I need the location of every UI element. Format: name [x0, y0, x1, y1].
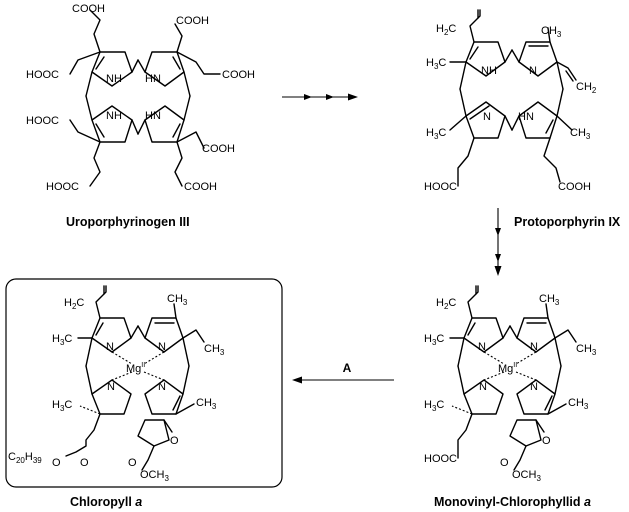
proto-h3c-2: H3C	[426, 127, 446, 141]
proto-h3c-1: H3C	[426, 57, 446, 71]
uro-nh-1: NH	[106, 73, 122, 85]
uro-cooh-4: COOH	[202, 143, 235, 155]
proto-ch2: CH2	[576, 81, 597, 95]
uro-hooc-3: HOOC	[46, 181, 79, 193]
caption-protoporphyrin: Protoporphyrin IX	[514, 215, 621, 229]
caption-monovinyl-chlorophyllid: Monovinyl-Chlorophyllid a	[434, 495, 591, 509]
mono-hooc: HOOC	[424, 453, 457, 465]
uro-cooh-5: COOH	[184, 181, 217, 193]
arrow-label-a: A	[343, 361, 352, 375]
monovinyl-chlorophyllid-structure: H2C CH3 H3C CH3 CH3 H3C O HOOC O OCH3 N …	[424, 285, 597, 483]
chl-ester-o-1: O	[52, 457, 61, 469]
chl-mg: MgII	[126, 362, 145, 375]
chl-ester-o-2: O	[80, 457, 89, 469]
uro-hooc-1: HOOC	[26, 69, 59, 81]
caption-uroporphyrinogen: Uroporphyrinogen III	[66, 215, 190, 229]
multistep-arrow	[282, 93, 358, 101]
mono-oxo: O	[542, 435, 551, 447]
mono-ch3-2: CH3	[576, 343, 597, 357]
mono-n-4: N	[530, 381, 538, 393]
vertical-multistep-arrow	[494, 208, 502, 276]
chl-h3c-1: H3C	[52, 333, 72, 347]
chl-ester-o-3: O	[128, 457, 137, 469]
chlorophyll-structure: H2C CH3 H3C CH3 CH3 H3C O C20H39 O O O O…	[8, 285, 225, 483]
mono-ester-o: O	[500, 457, 509, 469]
proto-n-2: N	[483, 111, 491, 123]
mono-och3: OCH3	[512, 469, 541, 483]
chl-ch3-2: CH3	[204, 343, 225, 357]
chl-n-4: N	[158, 381, 166, 393]
chl-n-3: N	[107, 381, 115, 393]
mono-h3c-2: H3C	[424, 399, 444, 413]
uro-cooh-1: COOH	[72, 3, 105, 15]
uro-cooh-3: COOH	[222, 69, 255, 81]
uro-nh-2: NH	[106, 110, 122, 122]
step-a-arrow	[292, 376, 394, 384]
chl-ch3-3: CH3	[196, 397, 217, 411]
chl-n-2: N	[158, 341, 166, 353]
proto-h2c: H2C	[436, 23, 456, 37]
proto-nh: NH	[481, 65, 497, 77]
uro-hn-2: HN	[145, 110, 161, 122]
chl-n-1: N	[106, 341, 114, 353]
mono-n-3: N	[479, 381, 487, 393]
chl-h2c: H2C	[64, 297, 84, 311]
caption-chlorophyll: Chloropyll a	[70, 495, 142, 509]
uro-cooh-2: COOH	[176, 15, 209, 27]
chl-oxo: O	[170, 435, 179, 447]
mono-h3c-1: H3C	[424, 333, 444, 347]
chl-h3c-2: H3C	[52, 399, 72, 413]
uro-hooc-2: HOOC	[26, 115, 59, 127]
proto-ch3-1: CH3	[541, 25, 562, 39]
proto-ch3-2: CH3	[570, 127, 591, 141]
mono-mg: MgII	[498, 362, 517, 375]
proto-cooh: COOH	[558, 181, 591, 193]
proto-hn: HN	[518, 111, 534, 123]
protoporphyrin-structure: H2C CH3 H3C CH2 H3C CH3 HOOC COOH NH N N…	[424, 9, 597, 193]
chl-ch3-1: CH3	[167, 293, 188, 307]
chl-och3: OCH3	[140, 469, 169, 483]
mono-ch3-1: CH3	[539, 293, 560, 307]
proto-hooc: HOOC	[424, 181, 457, 193]
mono-n-2: N	[530, 341, 538, 353]
mono-ch3-3: CH3	[568, 397, 589, 411]
chl-c20h39: C20H39	[8, 451, 42, 465]
uroporphyrinogen-structure: COOH COOH HOOC COOH HOOC COOH HOOC COOH …	[26, 3, 255, 193]
chlorophyll-box	[5, 278, 283, 488]
mono-h2c: H2C	[436, 297, 456, 311]
proto-n-1: N	[529, 65, 537, 77]
uro-hn-1: HN	[145, 73, 161, 85]
mono-n-1: N	[478, 341, 486, 353]
